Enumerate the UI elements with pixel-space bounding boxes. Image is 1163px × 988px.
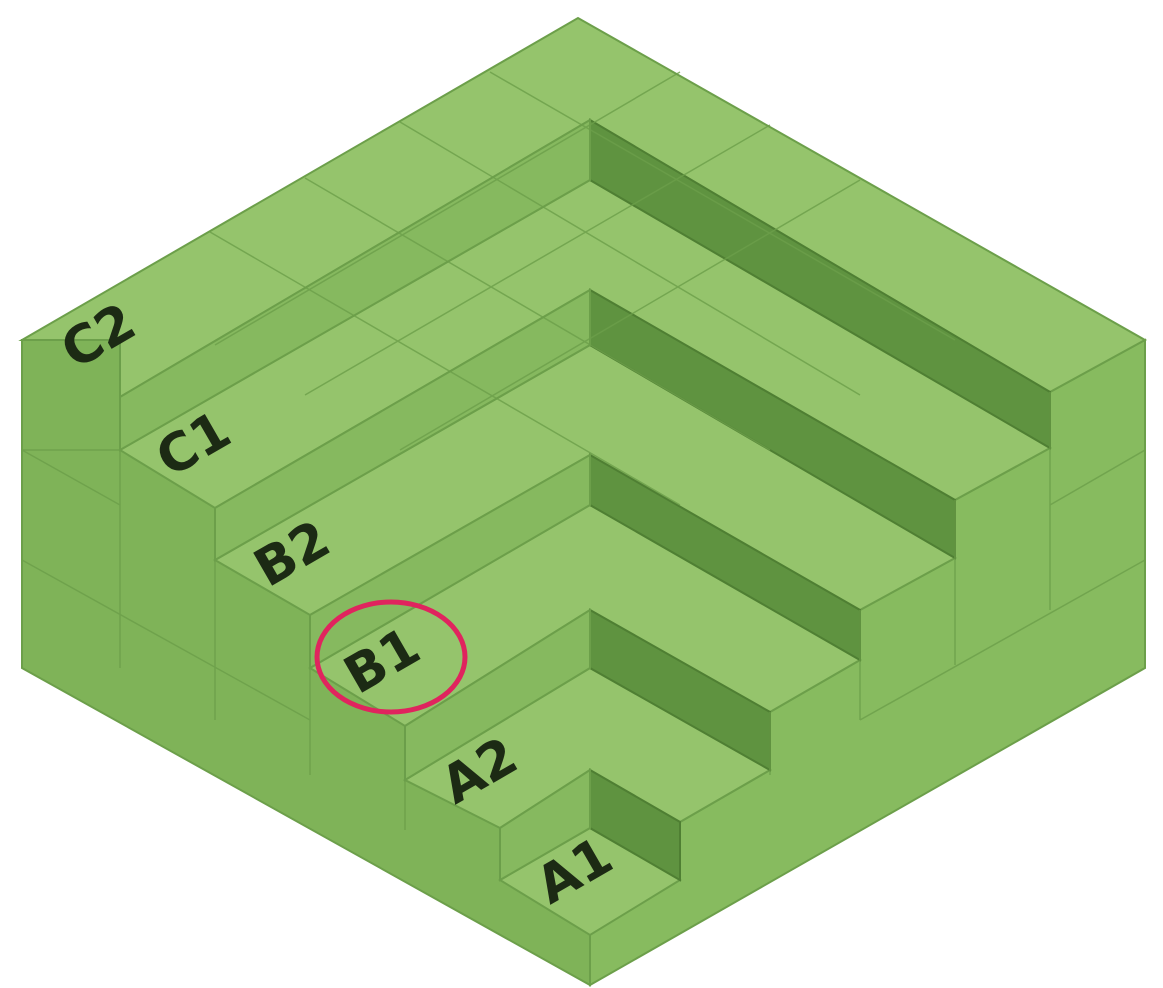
stepped-block-diagram: C2 C1 B2 B1 A2 A1 <box>0 0 1163 988</box>
